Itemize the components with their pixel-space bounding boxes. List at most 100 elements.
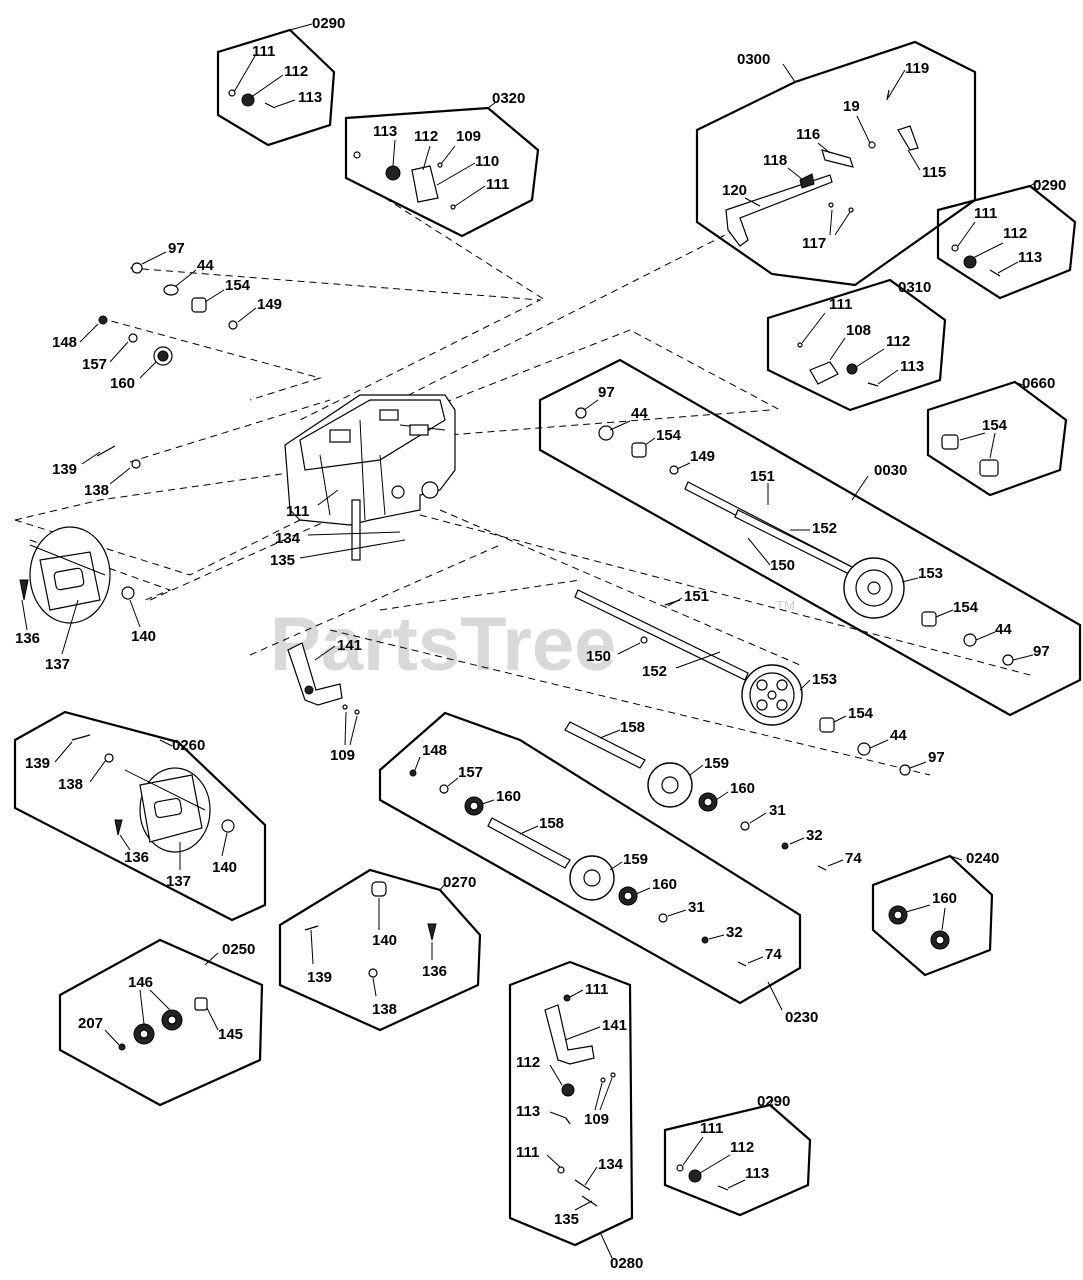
callout-0250-207: 207 (78, 1015, 103, 1032)
callout-0290a-111: 111 (252, 43, 275, 60)
group-0280: 0280 111 141 112 109 113 111 134 135 (508, 960, 643, 1272)
group-label-0290-c: 0290 (757, 1093, 790, 1110)
callout-0030-154b: 154 (953, 599, 979, 616)
callout-0300-119: 119 (905, 60, 929, 77)
left-gear-case (19, 526, 135, 624)
callout-0260-137: 137 (166, 873, 191, 890)
callout-loose-111: 111 (286, 503, 309, 520)
group-0260: 0260 139 138 136 137 140 (13, 710, 267, 922)
callout-loose-136: 136 (15, 630, 40, 647)
callout-0660-154: 154 (982, 417, 1008, 434)
group-0290-top-left: 0290 111 112 113 (216, 15, 345, 147)
callout-0310-108: 108 (846, 322, 871, 339)
callout-0230-159a: 159 (704, 755, 729, 772)
callout-loose-44b: 44 (890, 727, 907, 744)
callout-0260-138: 138 (58, 776, 83, 793)
callout-0280-111b: 111 (516, 1144, 539, 1161)
callout-0030-154a: 154 (656, 427, 682, 444)
callout-0030-44b: 44 (995, 621, 1012, 638)
group-label-0260: 0260 (172, 737, 205, 754)
callout-0300-115: 115 (922, 164, 946, 181)
callout-loose-44a: 44 (197, 257, 214, 274)
group-0240: 0240 160 (871, 850, 999, 977)
group-0250: 0250 146 207 145 (58, 938, 264, 1107)
callout-0230-74a: 74 (845, 850, 862, 867)
callout-0290c-112: 112 (730, 1139, 754, 1156)
group-label-0290-b: 0290 (1033, 177, 1066, 194)
callout-0250-145: 145 (218, 1026, 243, 1043)
callout-0310-113: 113 (900, 358, 924, 375)
group-0300: 0300 119 19 116 118 115 120 117 (695, 40, 977, 287)
watermark-text: PartsTree (270, 602, 616, 687)
callout-0300-116: 116 (796, 126, 820, 143)
callout-0320-113: 113 (373, 123, 397, 140)
callout-0030-97b: 97 (1033, 643, 1050, 660)
callout-0230-148: 148 (422, 742, 447, 759)
callout-loose-154a: 154 (225, 277, 251, 294)
group-label-0240: 0240 (966, 850, 999, 867)
main-housing-frame (284, 394, 456, 561)
group-0310: 0310 111 108 112 113 (766, 278, 947, 412)
callout-0270-138: 138 (372, 1001, 397, 1018)
callout-loose-149: 149 (257, 296, 282, 313)
callout-0230-74b: 74 (765, 946, 782, 963)
bracket-141 (287, 642, 360, 715)
callout-0300-117: 117 (802, 235, 826, 252)
callout-0290c-111: 111 (700, 1120, 723, 1137)
callout-0030-149: 149 (690, 448, 715, 465)
group-0320: 0320 113 112 109 110 111 (344, 90, 540, 238)
callout-0030-151: 151 (750, 468, 775, 485)
callout-0030-97a: 97 (598, 384, 615, 401)
group-label-0230: 0230 (785, 1009, 818, 1026)
callout-0280-112: 112 (516, 1054, 540, 1071)
callout-loose-151: 151 (684, 588, 709, 605)
group-label-0280: 0280 (610, 1255, 643, 1272)
callout-0260-140: 140 (212, 859, 237, 876)
callout-0230-31a: 31 (769, 802, 786, 819)
callout-loose-140: 140 (131, 628, 156, 645)
callout-0240-160: 160 (932, 890, 957, 907)
loose-callouts: 97 44 154 149 148 157 160 139 138 111 13… (15, 240, 945, 769)
callout-0230-158b: 158 (539, 815, 564, 832)
callout-loose-160: 160 (110, 375, 135, 392)
callout-loose-150: 150 (586, 648, 611, 665)
callout-0280-109: 109 (584, 1111, 609, 1128)
callout-0030-150: 150 (770, 557, 795, 574)
group-0030: 0030 97 44 154 149 151 152 150 153 154 4… (538, 358, 1082, 717)
callout-loose-148: 148 (52, 334, 77, 351)
callout-0230-160c: 160 (652, 876, 677, 893)
callout-0260-139: 139 (25, 755, 50, 772)
callout-loose-152: 152 (642, 663, 667, 680)
callout-0030-44a: 44 (631, 405, 648, 422)
callout-0310-111: 111 (829, 296, 852, 313)
callout-0230-159b: 159 (623, 851, 648, 868)
callout-0280-141: 141 (602, 1017, 627, 1034)
callout-0290b-111: 111 (974, 205, 997, 222)
callout-0270-139: 139 (307, 969, 332, 986)
callout-0280-135: 135 (554, 1211, 579, 1228)
callout-0230-158a: 158 (620, 719, 645, 736)
group-0660: 0660 154 (926, 375, 1068, 497)
callout-loose-134: 134 (275, 530, 301, 547)
callout-0320-110: 110 (475, 153, 499, 170)
callout-0290a-112: 112 (284, 63, 308, 80)
callout-0320-111: 111 (486, 176, 509, 193)
group-label-0290-a: 0290 (312, 15, 345, 32)
callout-0290b-112: 112 (1003, 225, 1027, 242)
callout-loose-109: 109 (330, 747, 355, 764)
callout-loose-154b: 154 (848, 705, 874, 722)
group-label-0310: 0310 (898, 279, 931, 296)
loose-parts-upper-left (96, 262, 238, 469)
callout-0230-32a: 32 (806, 827, 823, 844)
callout-0290c-113: 113 (745, 1165, 769, 1182)
shaft-gear-middle (574, 589, 911, 776)
group-label-0660: 0660 (1022, 375, 1055, 392)
callout-0030-152: 152 (812, 520, 837, 537)
callout-0250-146: 146 (128, 974, 153, 991)
callout-0320-109: 109 (456, 128, 481, 145)
callout-loose-97a: 97 (168, 240, 185, 257)
callout-0270-140: 140 (372, 932, 397, 949)
group-0270: 0270 140 139 136 138 (278, 868, 482, 1032)
callout-0300-120: 120 (722, 182, 747, 199)
